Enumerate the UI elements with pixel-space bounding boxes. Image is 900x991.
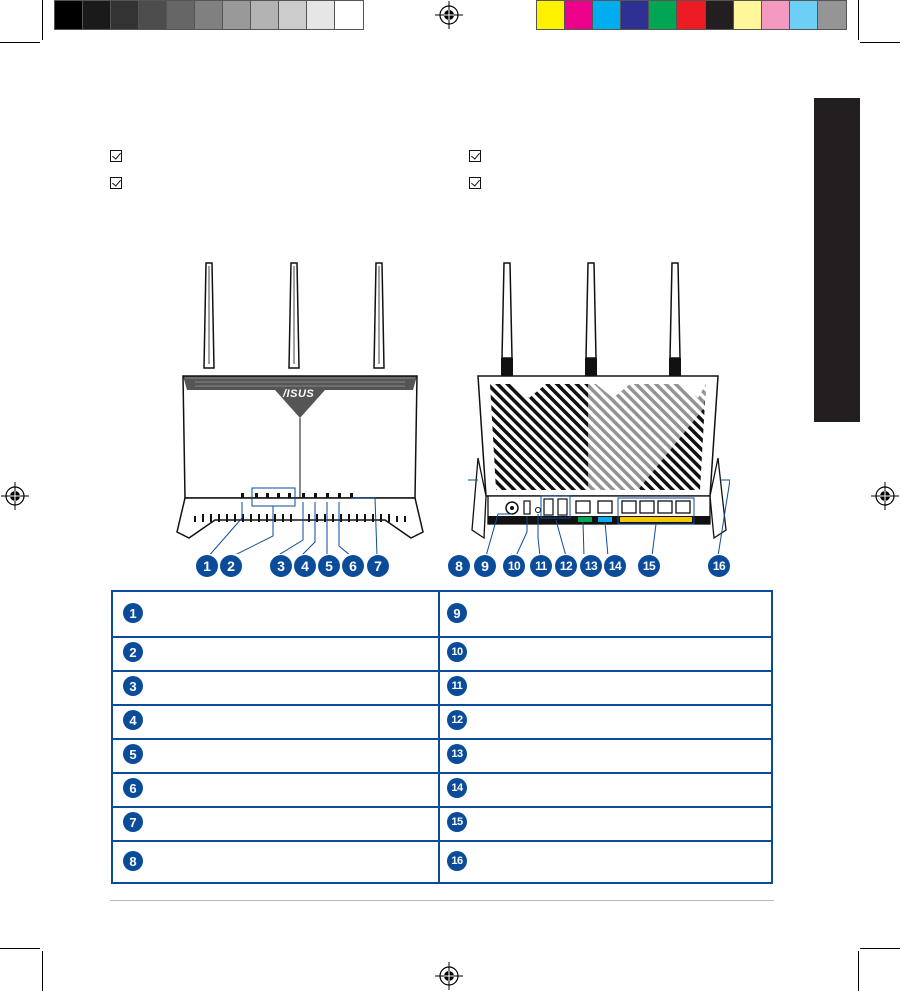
legend-number-badge: 4 [123, 710, 143, 730]
legend-number-badge: 7 [123, 812, 143, 832]
callout-badge: 1 [196, 555, 218, 577]
callout-badge: 5 [318, 555, 340, 577]
color-swatch [307, 1, 335, 29]
legend-number-badge: 15 [447, 812, 467, 832]
legend-row-divider [113, 636, 771, 638]
legend-column-divider [438, 592, 440, 882]
crop-mark [0, 42, 40, 43]
color-swatch [279, 1, 307, 29]
color-swatch [761, 1, 790, 29]
color-swatch [789, 1, 818, 29]
legend-row-divider [113, 738, 771, 740]
antenna-icon [373, 262, 385, 369]
callout-badge: 16 [708, 555, 730, 577]
legend-row-divider [113, 806, 771, 808]
callout-badge: 14 [604, 555, 626, 577]
legend-number-badge: 12 [447, 710, 467, 730]
registration-mark-icon [871, 482, 899, 510]
color-swatch [677, 1, 706, 29]
antenna-icon [288, 262, 300, 369]
color-swatch [195, 1, 223, 29]
callout-badge: 10 [503, 555, 525, 577]
checked-box-icon [469, 150, 481, 162]
legend-number-badge: 11 [447, 676, 467, 696]
router-front-view [176, 262, 424, 554]
checked-box-icon [110, 150, 122, 162]
language-side-tab [814, 98, 860, 422]
legend-number-badge: 1 [123, 603, 143, 623]
color-swatch [139, 1, 167, 29]
crop-mark [860, 42, 900, 43]
color-swatch [593, 1, 622, 29]
crop-mark [42, 0, 43, 40]
legend-number-badge: 6 [123, 778, 143, 798]
color-swatch [83, 1, 111, 29]
legend-number-badge: 5 [123, 744, 143, 764]
legend-row-divider [113, 772, 771, 774]
callout-badge: 9 [474, 555, 496, 577]
crop-mark [42, 951, 43, 991]
color-swatch [335, 1, 363, 29]
registration-mark-icon [1, 482, 29, 510]
callout-badge: 7 [367, 555, 389, 577]
callout-badge: 4 [294, 555, 316, 577]
asus-logo: /ISUS [283, 388, 315, 400]
color-swatch [705, 1, 734, 29]
registration-mark-icon [435, 962, 463, 990]
checked-box-icon [469, 177, 481, 189]
legend-row-divider [113, 704, 771, 706]
antenna-icon [203, 262, 215, 369]
process-color-bar [536, 0, 847, 30]
footer-rule [110, 900, 774, 901]
legend-number-badge: 2 [123, 642, 143, 662]
color-swatch [537, 1, 566, 29]
color-swatch [649, 1, 678, 29]
antenna-icon [585, 262, 597, 378]
callout-badge: 3 [270, 555, 292, 577]
callout-badge: 6 [342, 555, 364, 577]
callout-badge: 11 [530, 555, 552, 577]
legend-number-badge: 13 [447, 744, 467, 764]
legend-number-badge: 9 [447, 603, 467, 623]
checked-box-icon [110, 177, 122, 189]
router-rear-view [468, 262, 730, 554]
grayscale-color-bar [54, 0, 364, 30]
callout-badge: 13 [580, 555, 602, 577]
color-swatch [223, 1, 251, 29]
color-swatch [817, 1, 847, 29]
crop-mark [858, 0, 859, 40]
color-swatch [55, 1, 83, 29]
color-swatch [565, 1, 594, 29]
legend-number-badge: 14 [447, 778, 467, 798]
legend-row-divider [113, 670, 771, 672]
callout-badge: 15 [638, 555, 660, 577]
legend-number-badge: 3 [123, 676, 143, 696]
color-swatch [251, 1, 279, 29]
color-swatch [167, 1, 195, 29]
color-swatch [621, 1, 650, 29]
legend-number-badge: 8 [123, 851, 143, 871]
legend-number-badge: 10 [447, 642, 467, 662]
registration-mark-icon [435, 1, 463, 29]
legend-row-divider [113, 840, 771, 842]
callout-badge: 8 [448, 555, 470, 577]
crop-mark [858, 951, 859, 991]
crop-mark [0, 948, 40, 949]
crop-mark [860, 948, 900, 949]
antenna-icon [501, 262, 513, 378]
color-swatch [733, 1, 762, 29]
color-swatch [111, 1, 139, 29]
callout-badge: 2 [220, 555, 242, 577]
callout-badge: 12 [555, 555, 577, 577]
antenna-icon [669, 262, 681, 378]
legend-number-badge: 16 [447, 851, 467, 871]
